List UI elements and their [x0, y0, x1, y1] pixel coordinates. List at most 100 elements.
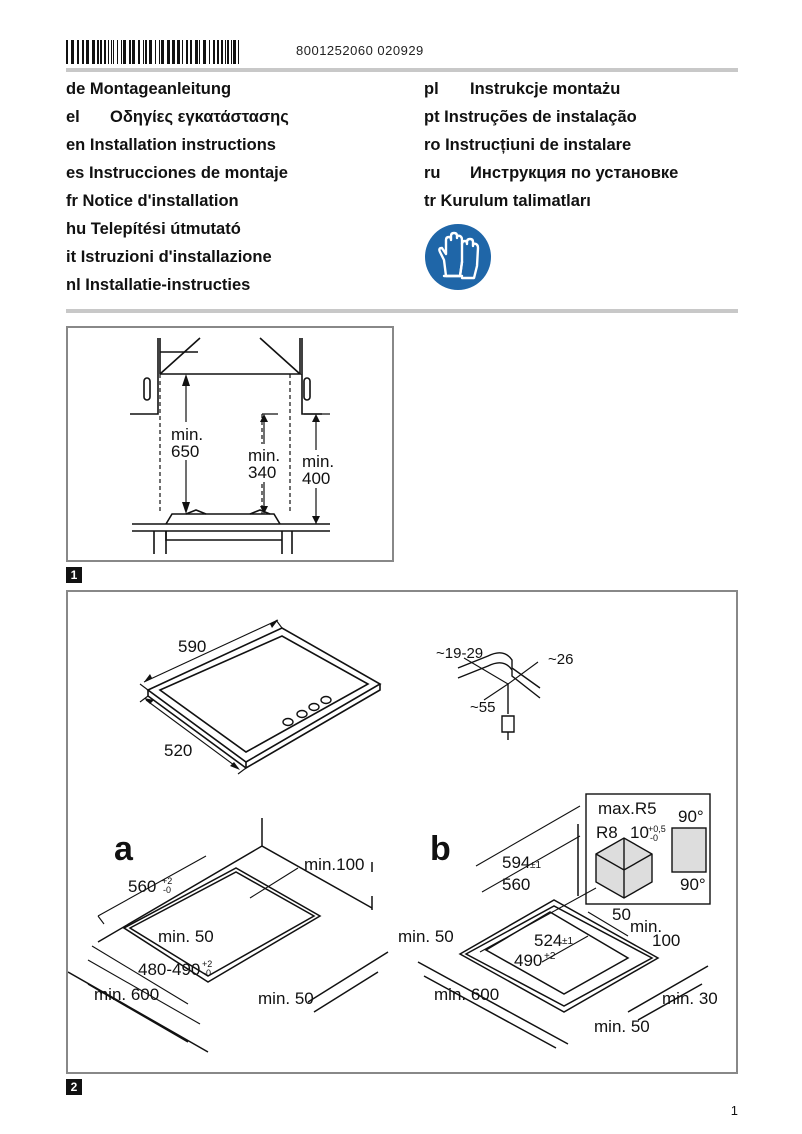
label-min-340-line1: min.: [248, 446, 280, 465]
pan-support-dim-19-29: ~19-29: [436, 645, 483, 662]
cutout-b-min600: min. 600: [434, 985, 499, 1004]
cutout-a-depth-tol-plus: +2: [202, 959, 212, 969]
cutout-b-min100-line2: 100: [652, 931, 680, 950]
cutout-b-width-524: 524: [534, 931, 562, 950]
cutout-b-letter: b: [430, 830, 451, 868]
barcode-bar: [104, 40, 106, 64]
barcode-bar: [100, 40, 102, 64]
pan-support-detail: [457, 652, 541, 740]
language-title-de: de Montageanleitung: [66, 80, 232, 98]
figure-1-clearance-diagram: min. 650 min. 340 min. 400: [66, 326, 394, 562]
edge-thickness-tol-plus: +0,5: [648, 824, 666, 834]
barcode-bar: [71, 40, 74, 64]
barcode-bar: [182, 40, 183, 64]
barcode-bar: [172, 40, 175, 64]
cutout-b-min50-left: min. 50: [398, 927, 454, 946]
cutout-b-width-524-tol: ±1: [562, 936, 573, 947]
pan-support-dim-55: ~55: [470, 699, 495, 716]
label-min-400-line1: min.: [302, 452, 334, 471]
edge-max-r5: max.R5: [598, 799, 657, 818]
barcode-bar: [138, 40, 140, 64]
cutout-b-depth-490: 490: [514, 951, 542, 970]
cutout-b-width-594-tol: ±1: [530, 860, 541, 871]
barcode-bar: [121, 40, 122, 64]
right-cabinet-handle: [303, 377, 311, 401]
cutout-a-letter: a: [114, 830, 134, 868]
language-title-ro: ro Instrucțiuni de instalare: [424, 136, 632, 154]
cutout-a-width-560-tol-plus: +2: [162, 876, 172, 886]
language-title-it: it Istruzioni d'installazione: [66, 248, 272, 266]
edge-detail: [585, 793, 711, 905]
cutout-b-min100-line1: min.: [630, 917, 662, 936]
cutout-a-min50-front: min. 50: [258, 989, 314, 1008]
barcode-bar: [238, 40, 239, 64]
barcode-bar: [86, 40, 89, 64]
section-divider: [66, 309, 738, 313]
edge-angle-90-bottom: 90°: [680, 875, 706, 894]
cutout-a-drawing: [68, 818, 389, 1053]
figure-1-number: 1: [66, 567, 82, 583]
barcode-bar: [227, 40, 229, 64]
top-divider: [66, 68, 738, 72]
hob-width-label: 590: [178, 637, 206, 656]
protective-gloves-icon: [425, 224, 491, 290]
cutout-b-min50-front: min. 50: [594, 1017, 650, 1036]
edge-thickness-10: 10: [630, 823, 649, 842]
barcode-bar: [66, 40, 68, 64]
language-title-nl: nl Installatie-instructies: [66, 276, 251, 294]
cutout-b-depth-50: 50: [612, 905, 631, 924]
figure-2-number: 2: [66, 1079, 82, 1095]
barcode-bar: [97, 40, 99, 64]
cutout-a-width-560: 560: [128, 877, 156, 896]
cutout-b-depth-490-tol: +2: [544, 951, 556, 962]
barcode-bar: [108, 40, 109, 64]
barcode-bar: [145, 40, 147, 64]
barcode-bar: [190, 40, 192, 64]
worktop: [132, 523, 330, 532]
barcode-bar: [225, 40, 226, 64]
label-min-650-line2: 650: [171, 442, 199, 461]
barcode-bar: [177, 40, 180, 64]
edge-thickness-tol-minus: -0: [650, 833, 658, 843]
barcode-bar: [203, 40, 206, 64]
cutout-a-min50-inside: min. 50: [158, 927, 214, 946]
edge-r8: R8: [596, 823, 618, 842]
cutout-a-depth-tol-minus: -0: [203, 968, 211, 978]
barcode-bar: [92, 40, 95, 64]
cutout-b-width-560: 560: [502, 875, 530, 894]
language-title-fr: fr Notice d'installation: [66, 192, 239, 210]
cutout-a-min100: min.100: [304, 855, 364, 874]
label-min-340-line2: 340: [248, 463, 276, 482]
hob: [165, 513, 281, 525]
language-title-en: en Installation instructions: [66, 136, 276, 154]
barcode: [66, 40, 239, 64]
right-cabinet: [301, 338, 322, 415]
figure-2-cutout-diagram: 590 520 ~19-29 ~26 ~55: [66, 590, 738, 1074]
cutout-a-min600: min. 600: [94, 985, 159, 1004]
language-title-tr: tr Kurulum talimatları: [424, 192, 591, 210]
barcode-bar: [186, 40, 188, 64]
barcode-bar: [209, 40, 210, 64]
document-number: 8001252060 020929: [296, 43, 424, 58]
barcode-bar: [113, 40, 114, 64]
cutout-b-min30: min. 30: [662, 989, 718, 1008]
barcode-bar: [82, 40, 84, 64]
label-min-650-line1: min.: [171, 425, 203, 444]
language-title-pt: pt Instruções de instalação: [424, 108, 637, 126]
barcode-bar: [221, 40, 223, 64]
hob-depth-label: 520: [164, 741, 192, 760]
page-number: 1: [730, 1103, 738, 1118]
cutout-a-depth-480-490: 480-490: [138, 960, 200, 979]
barcode-bar: [132, 40, 135, 64]
barcode-bar: [155, 40, 156, 64]
barcode-bar: [161, 40, 164, 64]
barcode-bar: [231, 40, 232, 64]
cutout-a-width-560-tol-minus: -0: [163, 885, 171, 895]
barcode-bar: [213, 40, 215, 64]
cutout-b-width-594: 594: [502, 853, 530, 872]
barcode-bar: [195, 40, 198, 64]
barcode-bar: [149, 40, 152, 64]
